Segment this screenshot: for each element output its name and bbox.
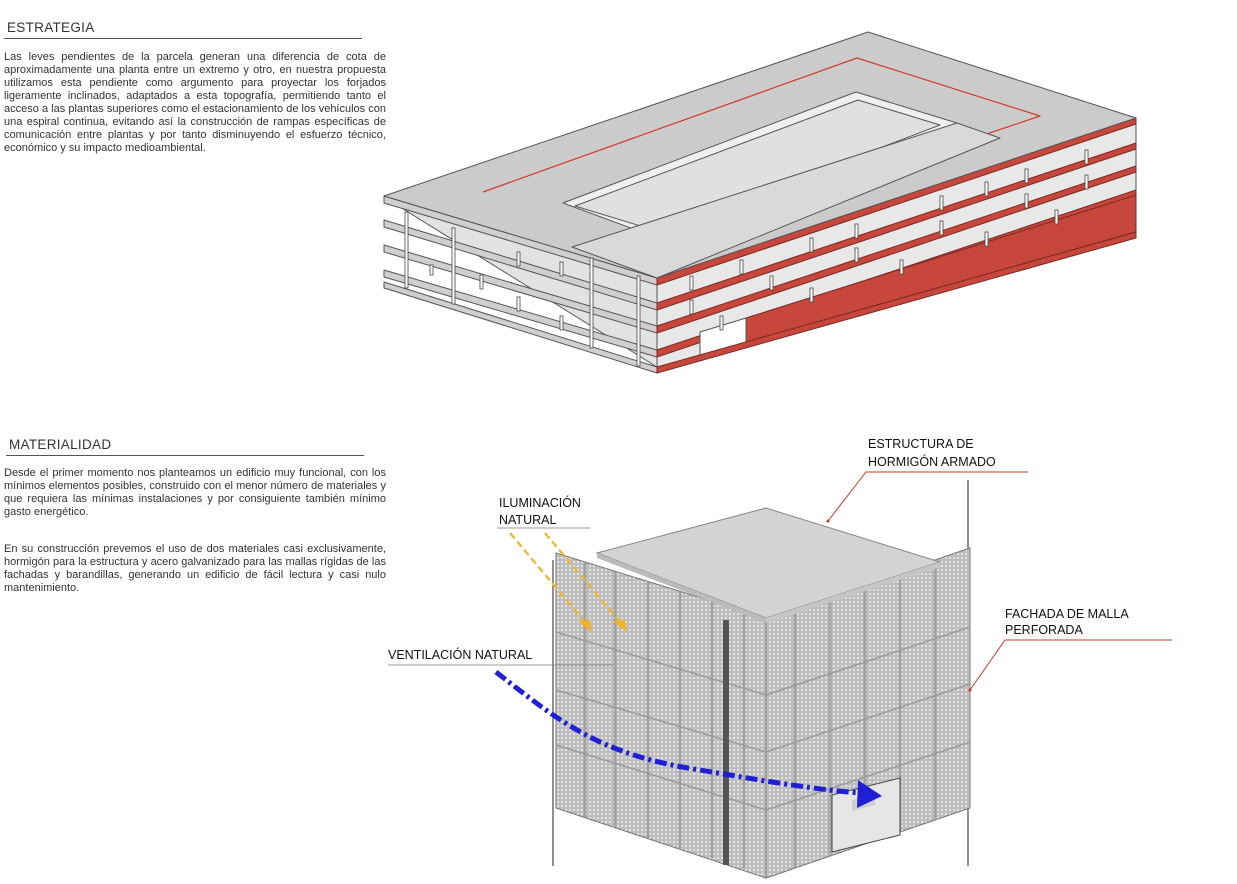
light-label-1: ILUMINACIÓN <box>499 496 581 510</box>
red-slab-edges <box>656 117 1137 358</box>
light-label-2: NATURAL <box>499 513 557 527</box>
materiality-text-2: En su construcción prevemos el uso de do… <box>4 543 386 594</box>
base-edge <box>656 231 1137 374</box>
entrance <box>831 777 901 853</box>
mesh-stripes <box>583 560 937 868</box>
corner-column <box>723 620 729 865</box>
left-pillars <box>404 211 641 367</box>
structure-label-2: HORMIGÓN ARMADO <box>868 455 996 469</box>
materiality-title: MATERIALIDAD <box>6 437 364 456</box>
light-arrows <box>509 532 626 629</box>
strategy-text: Las leves pendientes de la parcela gener… <box>4 51 386 154</box>
facade-label-1: FACHADA DE MALLA <box>1005 607 1129 621</box>
parking-building <box>383 31 1137 374</box>
ventilation-label: VENTILACIÓN NATURAL <box>388 648 533 662</box>
structure-leader <box>827 471 1028 522</box>
facade-label-2: PERFORADA <box>1005 623 1083 637</box>
front-lip <box>571 122 1001 279</box>
facade-leader <box>969 639 1172 691</box>
materiality-text-1: Desde el primer momento nos planteamos u… <box>4 467 386 518</box>
ventilation-arrowhead <box>857 780 882 808</box>
floor-lines <box>555 626 971 811</box>
ventilation-arrow <box>494 670 861 796</box>
structure-label-1: ESTRUCTURA DE <box>868 437 974 451</box>
strategy-title: ESTRATEGIA <box>4 20 362 39</box>
facade-pillars <box>689 149 1089 331</box>
